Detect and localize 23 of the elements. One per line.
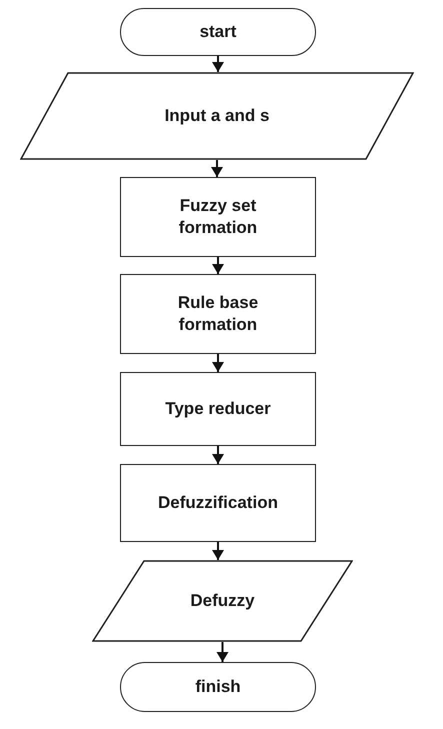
arrow [212, 257, 224, 274]
node-text: Defuzzy [190, 590, 255, 612]
process-box [120, 274, 316, 354]
terminal-pill [120, 662, 316, 712]
arrow [212, 354, 224, 372]
arrow [212, 542, 224, 560]
arrow [211, 160, 223, 177]
node-text: finish [195, 676, 241, 698]
terminal-pill [120, 8, 316, 56]
node-text: Defuzzification [158, 492, 278, 514]
io-parallelogram [92, 560, 353, 642]
process-box [120, 372, 316, 446]
node-text: Input a and s [164, 105, 270, 127]
node-text: Type reducer [165, 398, 271, 420]
node-text: Fuzzy set formation [178, 195, 258, 239]
process-box [120, 464, 316, 542]
arrow [212, 446, 224, 464]
arrow [216, 642, 228, 662]
io-parallelogram [20, 72, 414, 160]
process-box [120, 177, 316, 257]
node-text: Rule base formation [176, 292, 260, 336]
node-text: start [200, 21, 236, 43]
arrow [212, 56, 224, 72]
